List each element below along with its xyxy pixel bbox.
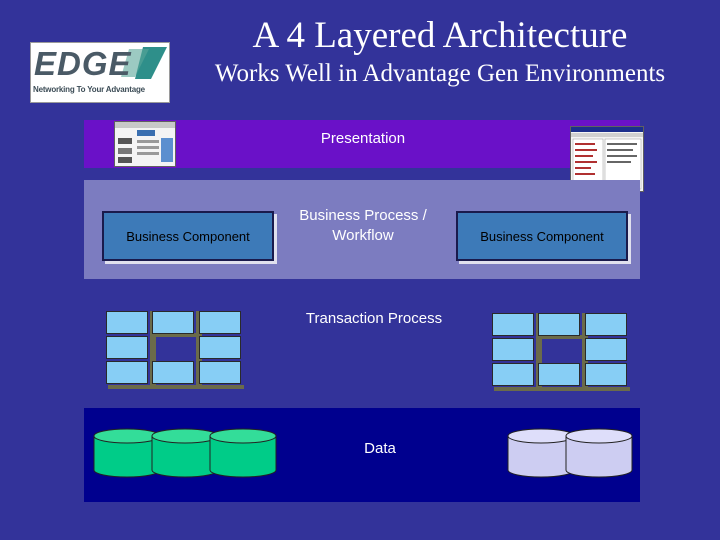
transaction-cell (106, 336, 148, 359)
data-label: Data (364, 440, 396, 457)
transaction-cell (106, 361, 148, 384)
transaction-cell (585, 363, 627, 386)
database-cylinders-right-icon (507, 428, 633, 478)
business-component-left: Business Component (102, 211, 274, 261)
business-process-label: Business Process / Workflow (299, 207, 427, 244)
transaction-cell (106, 311, 148, 334)
presentation-layer (84, 120, 640, 168)
transaction-cell (538, 313, 580, 336)
presentation-label: Presentation (320, 130, 406, 147)
transaction-cell (492, 313, 534, 336)
logo-tagline: Networking To Your Advantage (33, 85, 145, 94)
database-cylinders-left-icon (93, 428, 277, 478)
transaction-cell (199, 361, 241, 384)
transaction-cell (152, 311, 194, 334)
transaction-cell (199, 336, 241, 359)
transaction-cell (199, 311, 241, 334)
web-page-thumbnail (114, 121, 176, 167)
web-page-thumbnail-icon (115, 122, 175, 163)
slide-subtitle: Works Well in Advantage Gen Environments (214, 60, 666, 87)
business-component-right: Business Component (456, 211, 628, 261)
transaction-process-label: Transaction Process (305, 310, 443, 327)
logo-swoosh-icon (121, 47, 167, 79)
transaction-cell (585, 338, 627, 361)
transaction-cell (152, 361, 194, 384)
transaction-grid-right (492, 313, 632, 391)
transaction-grid-left (106, 311, 246, 389)
transaction-cell (492, 363, 534, 386)
slide-title: A 4 Layered Architecture (252, 15, 628, 56)
transaction-cell (538, 363, 580, 386)
logo-wordmark: EDGE (34, 45, 132, 82)
edge-logo: EDGE Networking To Your Advantage (30, 42, 170, 103)
transaction-cell (585, 313, 627, 336)
transaction-cell (492, 338, 534, 361)
